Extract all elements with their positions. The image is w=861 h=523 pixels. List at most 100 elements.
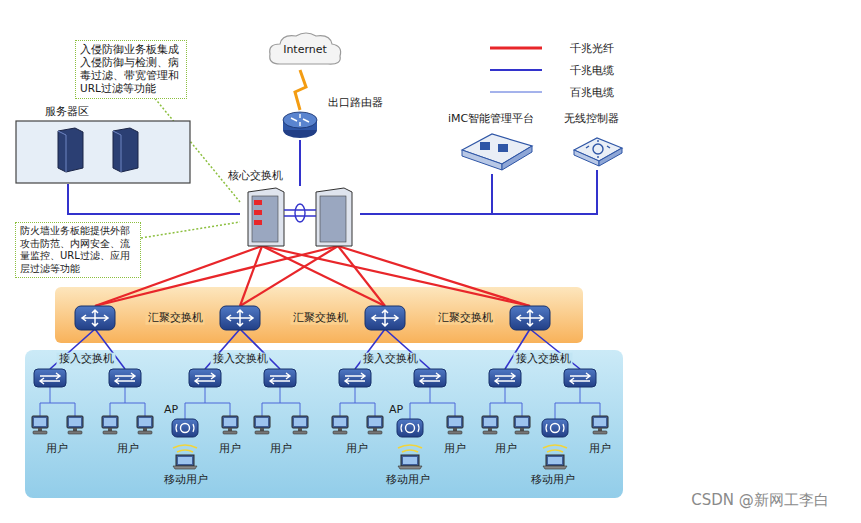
- part-label: AP: [162, 404, 180, 417]
- access-switch: [264, 369, 296, 387]
- core-switch-icon: [240, 186, 360, 246]
- node-text: 入侵防御业务板集成入侵防御与检测、病毒过滤、带宽管理和URL过滤等功能: [80, 43, 182, 96]
- access-switch: [189, 369, 221, 387]
- fast-link: [110, 387, 145, 403]
- management-platform: iMC智能管理平台: [448, 112, 546, 174]
- node-text: 防火墙业务板能提供外部攻击防范、内网安全、流量监控、URL过滤、应用层过滤等功能: [20, 225, 136, 275]
- aggregation-switch: [510, 306, 550, 330]
- part-label: 接入交换机: [361, 353, 420, 366]
- pc-icon: [447, 416, 463, 434]
- aggregation-switch: [75, 306, 115, 330]
- access-switch: [489, 369, 521, 387]
- pc-icon: [332, 416, 348, 434]
- pc-icon: [67, 416, 83, 434]
- part-label: 汇聚交换机: [436, 312, 495, 325]
- legend-row: 千兆光纤: [488, 37, 614, 59]
- link-line: [68, 184, 240, 214]
- part-label: 用户: [442, 443, 468, 456]
- node-text: 核心交换机: [228, 169, 283, 183]
- part-label: 汇聚交换机: [291, 312, 350, 325]
- pc-icon: [137, 416, 153, 434]
- fast-link: [600, 403, 601, 416]
- pc-icon: [222, 416, 238, 434]
- watermark: CSDN @新网工李白: [689, 492, 831, 509]
- fast-link: [185, 403, 186, 419]
- access-band: [25, 350, 623, 498]
- legend-swatch: [490, 69, 542, 71]
- ap-icon: [397, 419, 423, 437]
- fast-link: [110, 403, 111, 416]
- part-label: 接入交换机: [514, 353, 573, 366]
- part-label: AP: [387, 404, 405, 417]
- part-label: 用户: [587, 443, 613, 456]
- node-text: iMC智能管理平台: [448, 112, 534, 126]
- part-label: 用户: [217, 443, 243, 456]
- fiber-link: [338, 246, 385, 306]
- part-label: 汇聚交换机: [146, 312, 205, 325]
- legend-text: 百兆电缆: [570, 85, 614, 100]
- router-node-icon: [282, 110, 318, 140]
- legend-row: 千兆电缆: [488, 59, 614, 81]
- part-label: 接入交换机: [211, 353, 270, 366]
- fast-link: [410, 403, 411, 419]
- fast-link: [75, 403, 76, 416]
- part-label: 用户: [493, 443, 519, 456]
- fast-link: [340, 387, 375, 403]
- access-switch: [109, 369, 141, 387]
- fast-link: [375, 403, 376, 416]
- pc-icon: [482, 416, 498, 434]
- pc-icon: [32, 416, 48, 434]
- access-switch: [414, 369, 446, 387]
- router-node: 出口路由器: [282, 110, 318, 140]
- part-label: 用户: [344, 443, 370, 456]
- part-label: 用户: [115, 443, 141, 456]
- pc-icon: [592, 416, 608, 434]
- ap-icon: [172, 419, 198, 437]
- node-text: 服务器区: [45, 105, 89, 119]
- fast-link: [145, 403, 146, 416]
- legend-row: 百兆电缆: [488, 81, 614, 103]
- fiber-link: [240, 246, 262, 306]
- fiber-link: [338, 246, 530, 306]
- legend: 千兆光纤千兆电缆百兆电缆: [488, 37, 614, 103]
- aggregation-switch: [365, 306, 405, 330]
- laptop-icon: [543, 445, 567, 469]
- fiber-link: [240, 246, 338, 306]
- fast-link: [300, 403, 301, 416]
- legend-text: 千兆电缆: [570, 63, 614, 78]
- aggregation-switch: [220, 306, 260, 330]
- fast-link: [522, 403, 523, 416]
- node-text: 无线控制器: [564, 112, 619, 126]
- node-text: 出口路由器: [328, 96, 383, 110]
- fast-link: [455, 403, 456, 416]
- fast-link: [555, 403, 556, 419]
- server-zone: 服务器区: [15, 104, 191, 184]
- pc-icon: [254, 416, 270, 434]
- callout-box: 入侵防御业务板集成入侵防御与检测、病毒过滤、带宽管理和URL过滤等功能: [75, 40, 187, 99]
- fast-link: [230, 403, 231, 416]
- access-switch: [564, 369, 596, 387]
- cloud-node: Internet: [266, 30, 344, 70]
- fast-link: [490, 387, 522, 403]
- callout-box: 防火墙业务板能提供外部攻击防范、内网安全、流量监控、URL过滤、应用层过滤等功能: [15, 222, 141, 278]
- fast-link: [40, 403, 41, 416]
- pc-icon: [514, 416, 530, 434]
- legend-text: 千兆光纤: [570, 41, 614, 56]
- fast-link: [490, 403, 491, 416]
- laptop-icon: [398, 445, 422, 469]
- fast-link: [185, 387, 230, 403]
- laptop-icon: [173, 445, 197, 469]
- legend-swatch-box: [488, 65, 544, 75]
- part-label: 移动用户: [162, 474, 210, 487]
- link-line: [299, 140, 301, 186]
- legend-swatch: [490, 92, 542, 93]
- legend-swatch-box: [488, 43, 544, 53]
- node-text: Internet: [266, 43, 344, 57]
- ap-icon: [542, 419, 568, 437]
- fast-link: [262, 403, 263, 416]
- link-line: [295, 70, 306, 110]
- link-line: [360, 174, 492, 214]
- core-switch: 核心交换机: [240, 186, 360, 246]
- part-label: 用户: [44, 443, 70, 456]
